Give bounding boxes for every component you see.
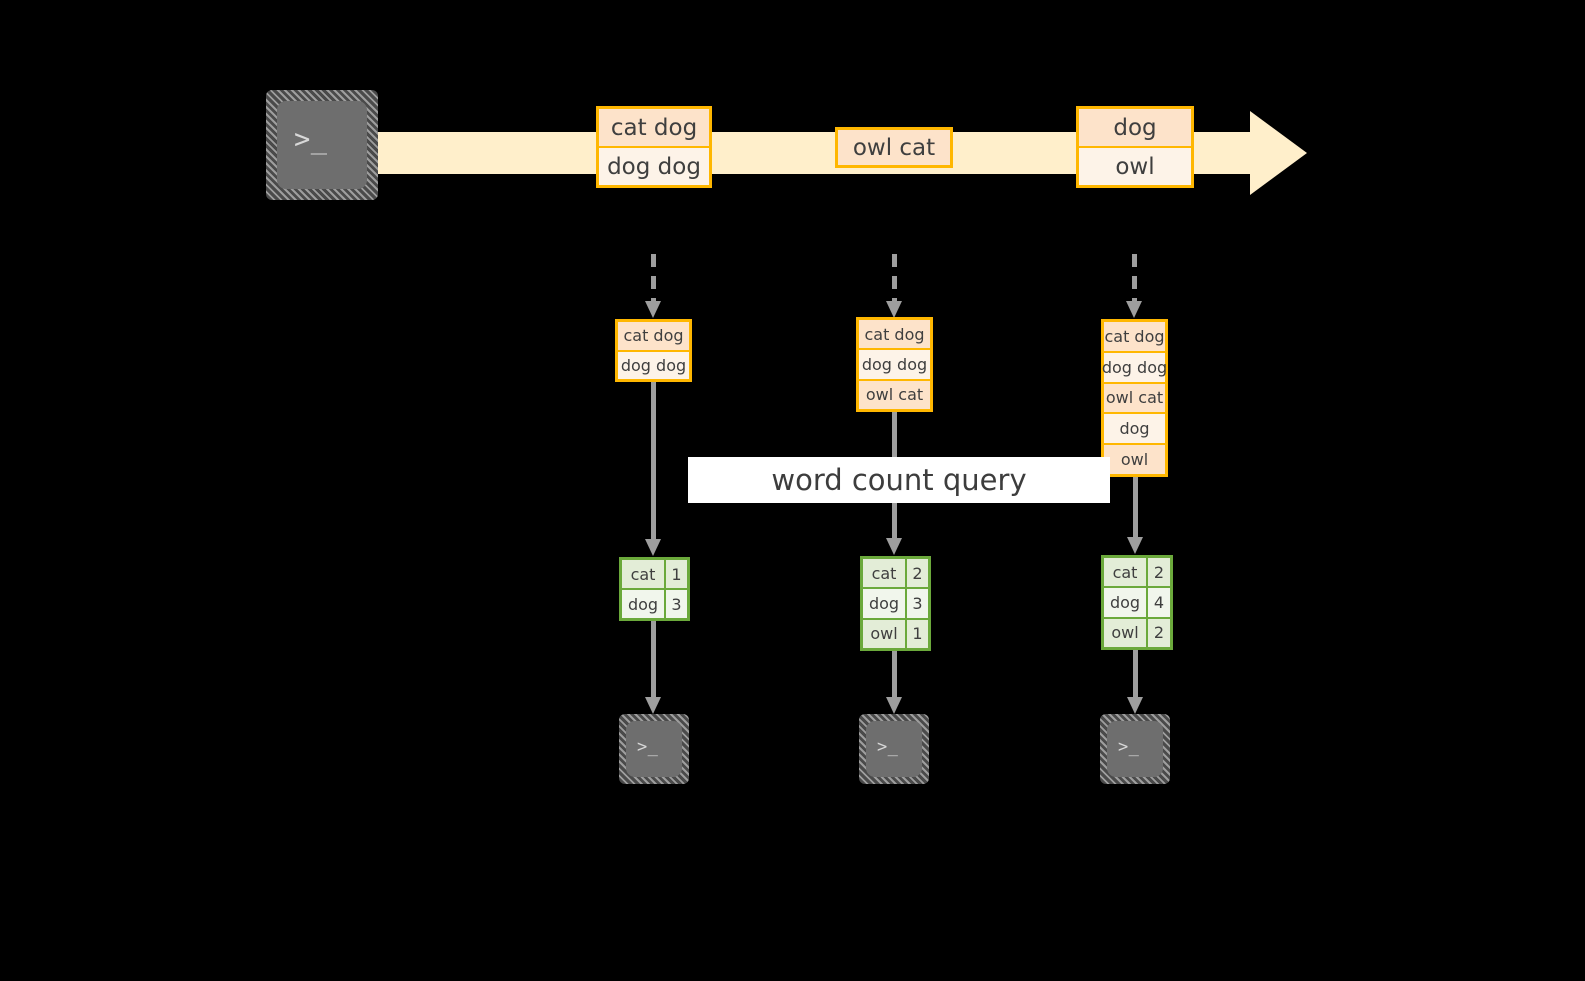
result-count: 1 — [666, 560, 687, 588]
result-row: owl 2 — [1104, 618, 1170, 647]
result-word: cat — [863, 559, 907, 588]
snapshot-row: dog dog — [618, 351, 689, 379]
result-count: 3 — [666, 590, 687, 618]
result-count: 3 — [907, 589, 928, 618]
result-word: dog — [863, 589, 907, 618]
arrow-head-icon — [1126, 301, 1142, 318]
stream-event-2: owl cat — [835, 127, 953, 168]
terminal-prompt-glyph: >_ — [637, 737, 659, 757]
result-row: owl 1 — [863, 619, 928, 648]
connector-line — [1133, 650, 1138, 698]
result-word: dog — [1104, 588, 1148, 617]
result-table-1: cat 1 dog 3 — [619, 557, 690, 621]
terminal-face — [626, 721, 682, 777]
stream-event-3: dog owl — [1076, 106, 1194, 188]
connector-line — [1132, 254, 1137, 302]
query-label-text: word count query — [771, 463, 1027, 497]
connector-line — [651, 621, 656, 698]
result-word: cat — [1104, 558, 1148, 587]
result-row: cat 2 — [1104, 558, 1170, 589]
result-word: cat — [622, 560, 666, 588]
event-stream-arrow-head — [1250, 111, 1307, 195]
connector-line — [651, 254, 656, 302]
snapshot-table-3: cat dog dog dog owl cat dog owl — [1101, 319, 1168, 477]
arrow-head-icon — [1127, 537, 1143, 554]
stream-event-line: owl — [1079, 148, 1191, 185]
terminal-prompt-glyph: >_ — [1118, 737, 1140, 757]
result-count: 1 — [907, 619, 928, 648]
snapshot-row: cat dog — [859, 320, 930, 351]
snapshot-row: dog dog — [859, 350, 930, 381]
terminal-face — [1107, 721, 1163, 777]
sink-terminal-icon-3: >_ — [1100, 714, 1170, 784]
terminal-prompt-glyph: >_ — [877, 737, 899, 757]
snapshot-table-2: cat dog dog dog owl cat — [856, 317, 933, 412]
result-word: owl — [863, 619, 907, 648]
arrow-head-icon — [886, 301, 902, 318]
arrow-head-icon — [1127, 697, 1143, 714]
terminal-face — [866, 721, 922, 777]
sink-terminal-icon-1: >_ — [619, 714, 689, 784]
connector-line — [892, 254, 897, 302]
snapshot-row: cat dog — [618, 322, 689, 352]
connector-line — [651, 382, 656, 540]
result-word: owl — [1104, 618, 1148, 647]
result-row: dog 3 — [863, 589, 928, 620]
snapshot-row: dog dog — [1102, 352, 1167, 384]
snapshot-row: owl cat — [1104, 383, 1165, 415]
stream-event-line: cat dog — [599, 109, 709, 148]
stream-event-line: owl cat — [838, 130, 950, 165]
sink-terminal-icon-2: >_ — [859, 714, 929, 784]
terminal-face — [277, 101, 367, 189]
stream-event-line: dog — [1079, 109, 1191, 148]
snapshot-row: owl cat — [859, 380, 930, 409]
source-terminal-icon: >_ — [266, 90, 378, 200]
result-row: cat 1 — [622, 560, 687, 590]
result-table-3: cat 2 dog 4 owl 2 — [1101, 555, 1173, 650]
snapshot-table-1: cat dog dog dog — [615, 319, 692, 382]
result-word: dog — [622, 590, 666, 618]
result-row: dog 3 — [622, 590, 687, 618]
arrow-head-icon — [886, 697, 902, 714]
query-label: word count query — [688, 457, 1110, 503]
result-row: cat 2 — [863, 559, 928, 590]
stream-event-1: cat dog dog dog — [596, 106, 712, 188]
connector-line — [1133, 477, 1138, 538]
arrow-head-icon — [645, 301, 661, 318]
snapshot-row: dog — [1104, 414, 1165, 446]
arrow-head-icon — [645, 697, 661, 714]
result-count: 4 — [1148, 588, 1170, 617]
arrow-head-icon — [645, 539, 661, 556]
snapshot-row: cat dog — [1104, 322, 1165, 353]
result-count: 2 — [907, 559, 928, 588]
result-count: 2 — [1148, 558, 1170, 587]
result-count: 2 — [1148, 618, 1170, 647]
connector-line — [892, 651, 897, 698]
result-row: dog 4 — [1104, 588, 1170, 619]
arrow-head-icon — [886, 538, 902, 555]
terminal-prompt-glyph: >_ — [294, 124, 328, 155]
result-table-2: cat 2 dog 3 owl 1 — [860, 556, 931, 651]
stream-event-line: dog dog — [599, 148, 709, 185]
snapshot-row: owl — [1104, 445, 1165, 474]
